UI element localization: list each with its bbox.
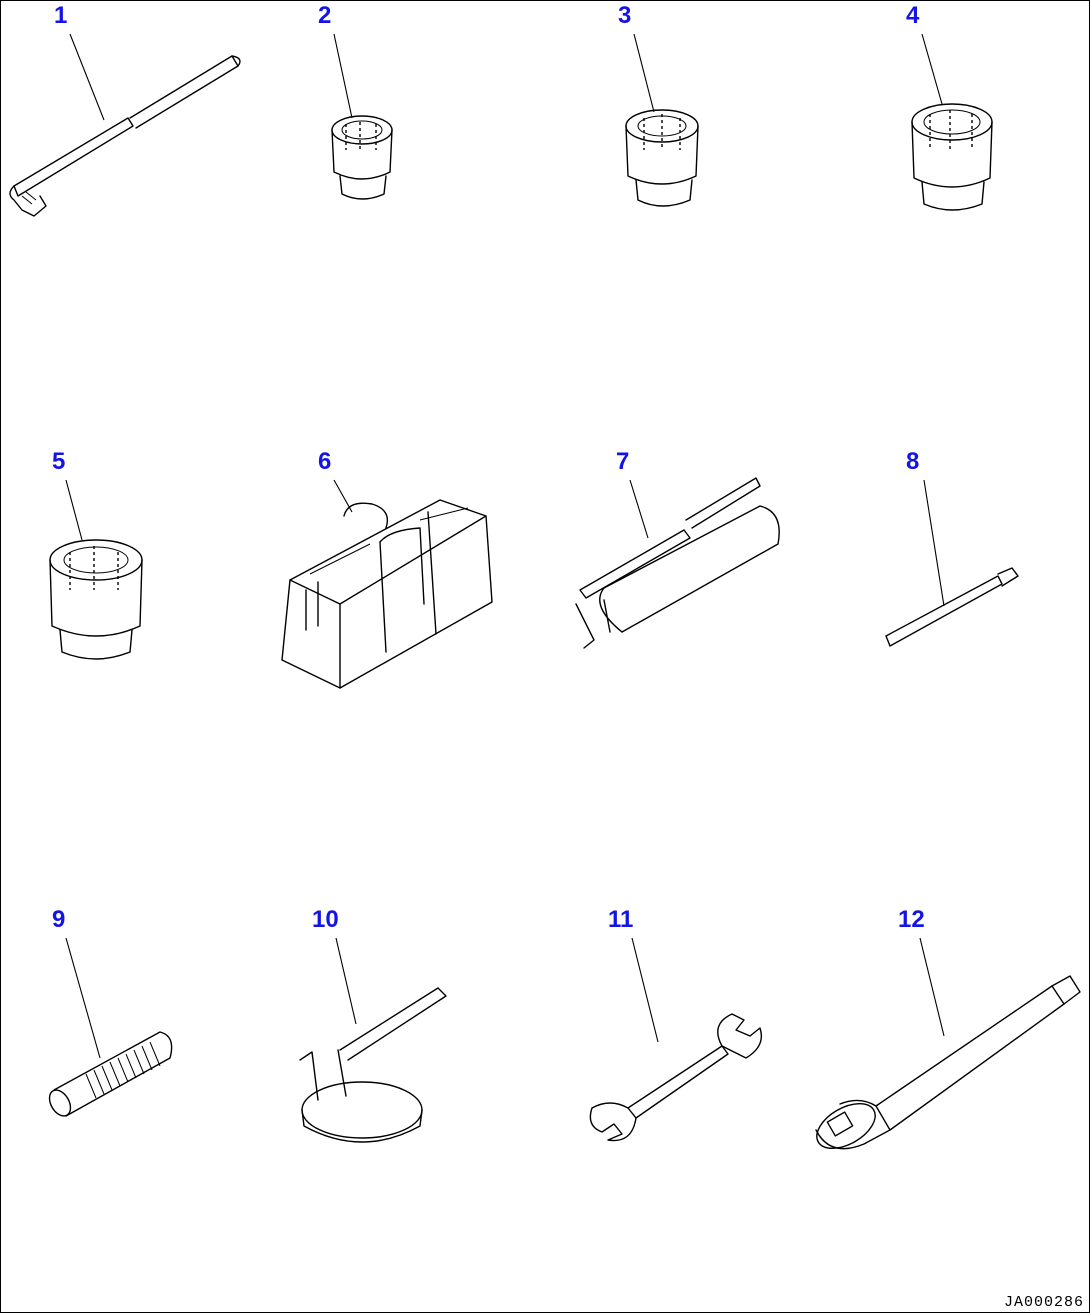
callout-number: 10 [312,906,339,933]
callout-number: 4 [906,2,920,29]
socket-icon [911,33,993,211]
callout-number: 3 [618,2,632,29]
callout-number: 6 [318,448,332,475]
socket-wrench-handle-icon [9,33,241,217]
spanner-icon [589,937,763,1142]
callout-number: 8 [906,448,920,475]
extension-bar-icon [815,937,1081,1150]
callout-number: 12 [898,906,925,933]
callout-number: 9 [52,906,66,933]
filter-wrench-icon [299,937,447,1143]
stud-bolt-icon [48,937,173,1117]
callout-number: 5 [52,448,66,475]
drawing-id: JA000286 [1003,1294,1084,1311]
callout-number: 11 [608,906,634,933]
callout-number: 7 [616,448,630,475]
socket-icon [331,33,393,200]
socket-icon [625,33,699,207]
callout-number: 1 [54,2,68,29]
grease-gun-icon [575,477,780,649]
socket-icon [49,479,143,660]
screwdriver-icon [885,479,1019,647]
callout-number: 2 [318,2,332,29]
tool-bag-icon [281,479,493,689]
